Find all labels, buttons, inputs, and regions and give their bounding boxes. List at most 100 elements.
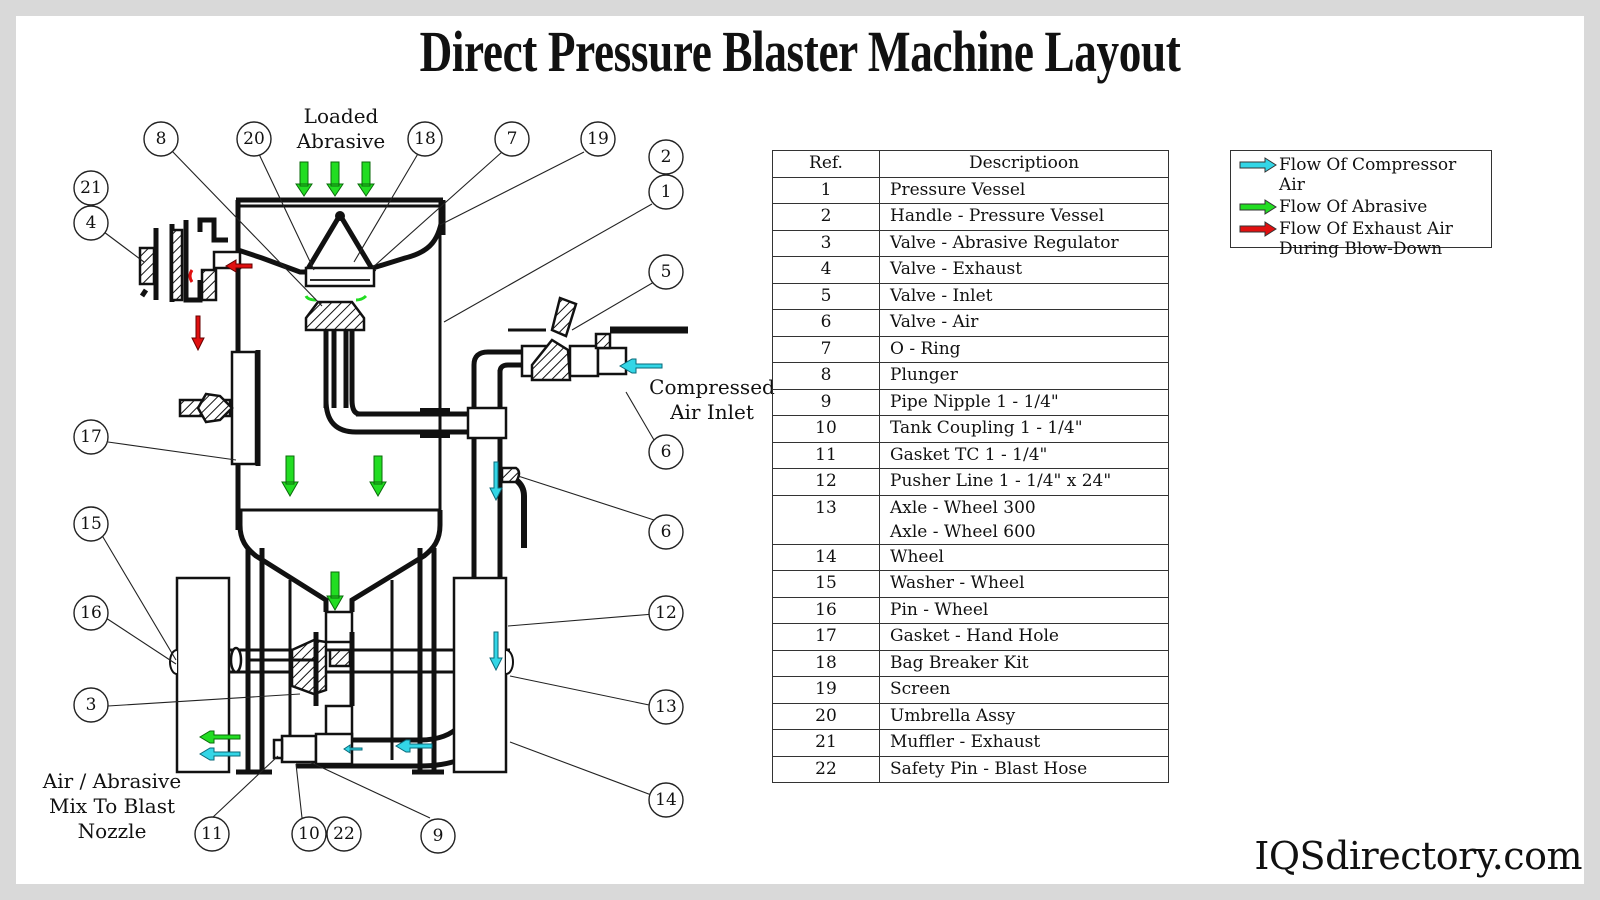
description-cell: Valve - Exhaust (879, 256, 1169, 284)
ref-cell: 5 (772, 282, 880, 310)
header-description: Descriptioon (879, 150, 1169, 178)
abrasive-arrow (326, 571, 344, 612)
ref-cell: 12 (772, 468, 880, 496)
svg-text:16: 16 (80, 603, 102, 623)
description-cell: Screen (879, 676, 1169, 704)
ref-cell: 2 (772, 203, 880, 231)
svg-text:Air Inlet: Air Inlet (669, 400, 754, 424)
description-line: Pusher Line 1 - 1/4" x 24" (890, 471, 1112, 491)
ref-cell: 7 (772, 335, 880, 363)
description-line: Valve - Abrasive Regulator (890, 232, 1119, 253)
callout-4: 4 (73, 205, 109, 241)
legend-arrow-icon (1239, 157, 1277, 173)
svg-text:20: 20 (243, 129, 265, 149)
description-cell: Muffler - Exhaust (879, 729, 1169, 757)
svg-text:7: 7 (507, 129, 518, 149)
ref-cell: 1 (772, 176, 880, 204)
svg-text:8: 8 (156, 129, 167, 149)
description-cell: Gasket - Hand Hole (879, 623, 1169, 651)
description-line: Handle - Pressure Vessel (890, 206, 1105, 226)
svg-text:18: 18 (414, 129, 436, 149)
table-row: 12 Pusher Line 1 - 1/4" x 24" (772, 468, 1169, 496)
ref-cell: 8 (772, 362, 880, 390)
callout-1: 1 (648, 174, 684, 210)
svg-text:13: 13 (655, 697, 677, 717)
ref-cell: 3 (772, 229, 880, 257)
legend-label: Flow Of Exhaust Air During Blow-Down (1279, 219, 1453, 259)
description-cell: Pusher Line 1 - 1/4" x 24" (879, 468, 1169, 496)
description-cell: Wheel (879, 543, 1169, 571)
table-header-row: Ref. Descriptioon (772, 150, 1169, 178)
air-arrow (343, 744, 363, 754)
legend-label: Flow Of Compressor Air (1279, 155, 1457, 195)
description-cell: Tank Coupling 1 - 1/4" (879, 415, 1169, 443)
table-row: 7 O - Ring (772, 335, 1169, 363)
callout-3: 3 (73, 687, 109, 723)
description-line: O - Ring (890, 338, 961, 359)
description-line: Bag Breaker Kit (890, 652, 1029, 673)
table-row: 2 Handle - Pressure Vessel (772, 203, 1169, 231)
description-line: Gasket TC 1 - 1/4" (890, 444, 1048, 465)
air-arrow (619, 358, 663, 374)
ref-cell: 6 (772, 309, 880, 337)
page-title: Direct Pressure Blaster Machine Layout (419, 19, 1181, 84)
description-cell: Pressure Vessel (879, 176, 1169, 204)
svg-text:Loaded: Loaded (304, 104, 379, 128)
legend-item: Flow Of Exhaust Air During Blow-Down (1237, 219, 1485, 259)
svg-text:12: 12 (655, 603, 677, 623)
ref-cell: 15 (772, 570, 880, 598)
svg-text:1: 1 (661, 182, 672, 202)
description-line: Pressure Vessel (890, 179, 1026, 200)
abrasive-arrow (295, 161, 313, 197)
svg-text:21: 21 (80, 178, 102, 198)
svg-text:22: 22 (333, 824, 355, 844)
brand-watermark: IQSdirectory.com (1254, 834, 1582, 878)
callout-14: 14 (648, 782, 684, 818)
callout-8: 8 (143, 121, 179, 157)
description-cell: Safety Pin - Blast Hose (879, 755, 1169, 783)
loaded-abrasive-label: Loaded Abrasive (296, 104, 386, 153)
svg-text:15: 15 (80, 514, 102, 534)
abrasive-arrow (304, 294, 368, 302)
blast-nozzle-label: Air / Abrasive Mix To Blast Nozzle (42, 769, 181, 843)
exhaust-arrow (191, 315, 205, 352)
description-line: Valve - Exhaust (890, 259, 1023, 279)
exhaust-valve-muffler (138, 217, 242, 303)
svg-text:4: 4 (86, 213, 97, 233)
description-line: Axle - Wheel 600 (890, 521, 1036, 542)
description-cell: Washer - Wheel (879, 570, 1169, 598)
umbrella-assembly (303, 211, 377, 435)
description-cell: Umbrella Assy (879, 702, 1169, 730)
svg-text:3: 3 (86, 695, 97, 715)
callout-17: 17 (73, 419, 109, 455)
description-line: Axle - Wheel 300 (890, 497, 1036, 518)
abrasive-flow-arrows (199, 161, 387, 744)
abrasive-arrow (281, 455, 299, 498)
inlet-valve (508, 296, 688, 382)
description-line: Valve - Inlet (890, 285, 993, 306)
legend-item: Flow Of Abrasive (1237, 197, 1485, 217)
ref-cell: 13 (772, 494, 880, 545)
ref-cell: 21 (772, 729, 880, 757)
description-cell: O - Ring (879, 335, 1169, 363)
callout-20: 20 (236, 121, 272, 157)
ref-cell: 4 (772, 256, 880, 284)
svg-text:19: 19 (587, 129, 609, 149)
abrasive-arrow (199, 730, 241, 744)
air-arrow (395, 739, 433, 753)
callout-13: 13 (648, 689, 684, 725)
description-line: Safety Pin - Blast Hose (890, 758, 1088, 779)
callout-10: 10 (291, 816, 327, 852)
description-cell: Valve - Abrasive Regulator (879, 229, 1169, 257)
svg-text:9: 9 (433, 826, 444, 846)
callout-15: 15 (73, 506, 109, 542)
description-line: Umbrella Assy (890, 705, 1016, 726)
